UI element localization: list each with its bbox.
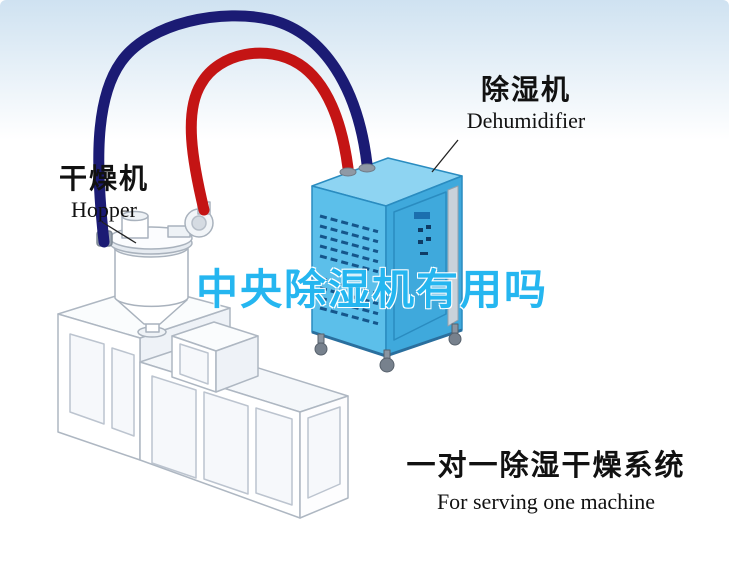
pipe-collars — [339, 163, 376, 177]
hopper-dryer — [96, 201, 214, 338]
vent-louvers-icon — [319, 214, 379, 326]
dryer-label-zh: 干燥机 — [58, 163, 149, 194]
pointer-line-hopper — [101, 221, 137, 244]
system-caption-en: For serving one machine — [436, 489, 656, 515]
background-gradient — [0, 0, 729, 140]
watermark-title: 中央除湿机有用吗 — [196, 266, 549, 313]
dehumidifier-label-en: Dehumidifier — [466, 108, 586, 134]
pipe-return-navy — [93, 10, 373, 248]
pointer-line-dehumidifier — [431, 139, 459, 173]
cabinet-door-outline — [393, 191, 447, 341]
caster-wheels-icon — [314, 323, 462, 373]
dehumidifier-cabinet — [311, 157, 463, 373]
dehumidifier-callout: 除湿机 Dehumidifier — [446, 74, 606, 133]
dehumidifier-label-zh: 除湿机 — [480, 74, 571, 105]
system-caption: 一对一除湿干燥系统 For serving one machine — [398, 450, 694, 515]
dryer-callout: 干燥机 Hopper — [44, 163, 164, 222]
machine-extruder — [57, 285, 349, 519]
system-caption-zh: 一对一除湿干燥系统 — [406, 450, 686, 482]
dryer-label-en: Hopper — [71, 197, 137, 223]
pipe-supply-red — [185, 47, 354, 216]
cabinet-corner-trim — [447, 185, 459, 327]
control-panel — [414, 212, 431, 255]
